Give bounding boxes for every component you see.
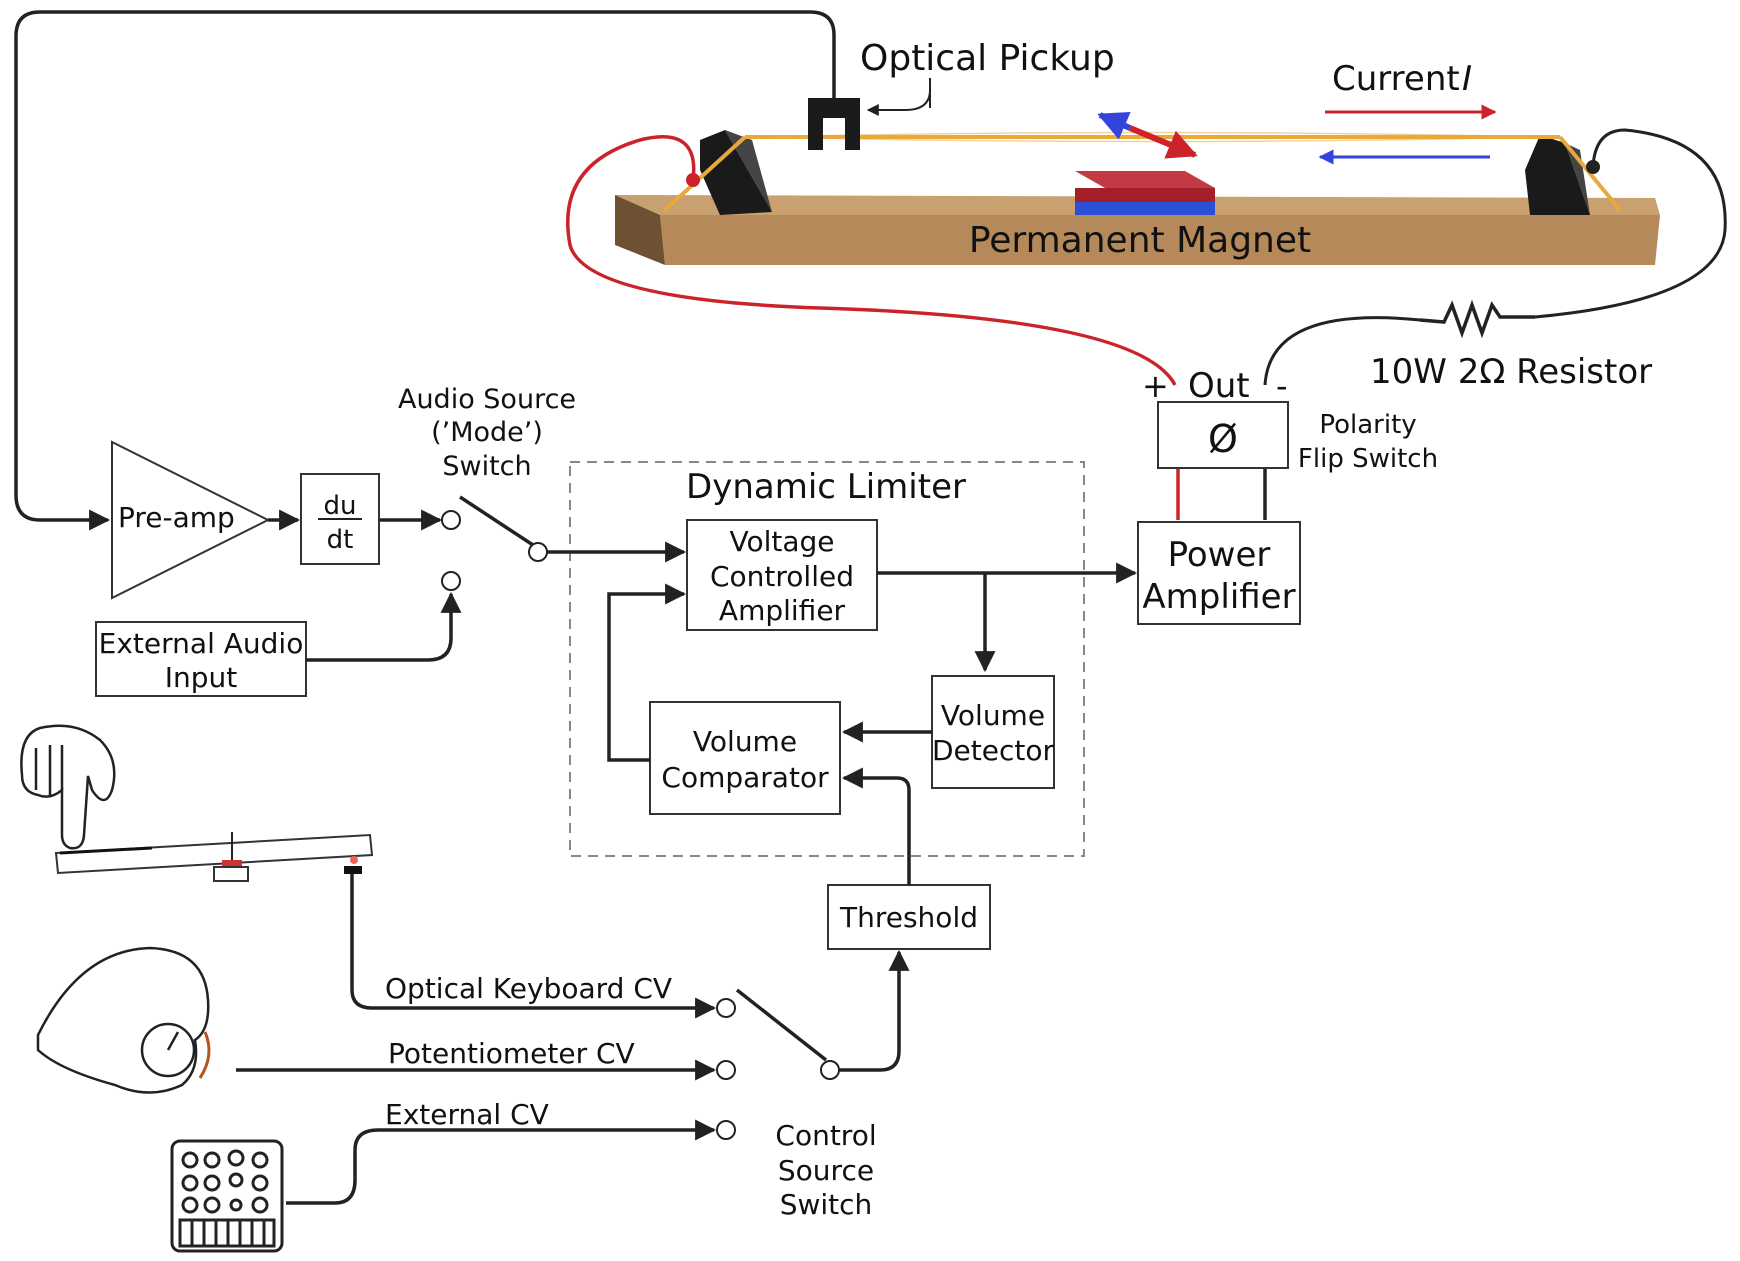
- polarity-flip-switch[interactable]: [1157, 401, 1289, 469]
- du-label: du: [324, 491, 357, 521]
- black-wire: [1534, 128, 1727, 319]
- ext-audio-label-2: Input: [165, 661, 238, 694]
- volume-detector-label-2: Detector: [932, 734, 1054, 767]
- dt-label: dt: [327, 525, 354, 555]
- optical-keyboard-cv-label: Optical Keyboard CV: [385, 972, 672, 1005]
- control-source-label-3: Switch: [780, 1188, 873, 1221]
- volume-comparator-label-2: Comparator: [661, 761, 829, 794]
- audio-source-label-3: Switch: [442, 451, 531, 482]
- optical-keyboard-illustration: [54, 832, 374, 882]
- permanent-magnet-block: [1075, 171, 1215, 215]
- audio-source-label-2: (’Mode’): [431, 417, 543, 448]
- current-arrows: [1318, 104, 1497, 165]
- resistor-symbol: [1419, 299, 1535, 339]
- minus-label: -: [1276, 367, 1288, 405]
- vca-label-1: Voltage: [729, 525, 834, 558]
- external-cv-label: External CV: [385, 1098, 549, 1131]
- current-symbol: I: [1462, 59, 1472, 99]
- vca-label-2: Controlled: [710, 560, 854, 593]
- control-switch-terminal-1[interactable]: [716, 998, 736, 1018]
- control-source-label-1: Control: [775, 1119, 876, 1152]
- power-amp-label-1: Power: [1168, 535, 1271, 575]
- permanent-magnet-label: Permanent Magnet: [969, 220, 1311, 261]
- control-switch-common[interactable]: [820, 1060, 840, 1080]
- vca-label-3: Amplifier: [719, 594, 846, 627]
- audio-switch-terminal-1[interactable]: [441, 510, 461, 530]
- out-label: Out: [1188, 366, 1250, 406]
- power-amplifier-box: [1137, 521, 1301, 625]
- control-switch-terminal-2[interactable]: [716, 1060, 736, 1080]
- pointing-hand-icon: [20, 724, 116, 850]
- synth-module-icon: [170, 1139, 284, 1253]
- resistor-label: 10W 2Ω Resistor: [1370, 352, 1652, 392]
- ext-audio-label-1: External Audio: [99, 627, 304, 660]
- control-source-label-2: Source: [778, 1154, 874, 1187]
- audio-switch-terminal-2[interactable]: [441, 571, 461, 591]
- pickup-feedback-wire: [14, 10, 836, 531]
- dynamic-limiter-label: Dynamic Limiter: [686, 467, 966, 507]
- force-arrows: [1097, 111, 1198, 159]
- potentiometer-cv-label: Potentiometer CV: [388, 1037, 635, 1070]
- preamp-label: Pre-amp: [118, 501, 235, 534]
- external-audio-input-box: [95, 621, 307, 697]
- threshold-box: [827, 884, 991, 950]
- preamp-triangle: [111, 440, 271, 600]
- volume-comparator-label-1: Volume: [693, 725, 797, 758]
- polarity-label-1: Polarity: [1319, 410, 1416, 440]
- potentiometer-hand-icon: [36, 946, 211, 1094]
- dynamic-limiter-region: [569, 461, 1085, 857]
- power-amp-label-2: Amplifier: [1142, 577, 1295, 617]
- current-label: Current: [1332, 59, 1460, 99]
- vca-box: [686, 519, 878, 631]
- volume-detector-label-1: Volume: [941, 699, 1045, 732]
- audio-source-label-1: Audio Source: [398, 384, 576, 415]
- left-bridge: [700, 130, 772, 215]
- polarity-label-2: Flip Switch: [1298, 444, 1438, 474]
- volume-comparator-box: [649, 701, 841, 815]
- volume-detector-box: [931, 675, 1055, 789]
- threshold-label: Threshold: [839, 901, 978, 934]
- control-switch-terminal-3[interactable]: [716, 1120, 736, 1140]
- polarity-symbol: Ø: [1208, 417, 1238, 461]
- optical-pickup-sensor: [808, 98, 860, 150]
- plus-label: +: [1142, 367, 1169, 405]
- optical-pickup-label: Optical Pickup: [860, 38, 1115, 79]
- red-wire: [566, 135, 1177, 386]
- control-switch-lever[interactable]: [735, 988, 828, 1062]
- audio-switch-lever[interactable]: [459, 495, 534, 547]
- right-bridge: [1525, 135, 1590, 215]
